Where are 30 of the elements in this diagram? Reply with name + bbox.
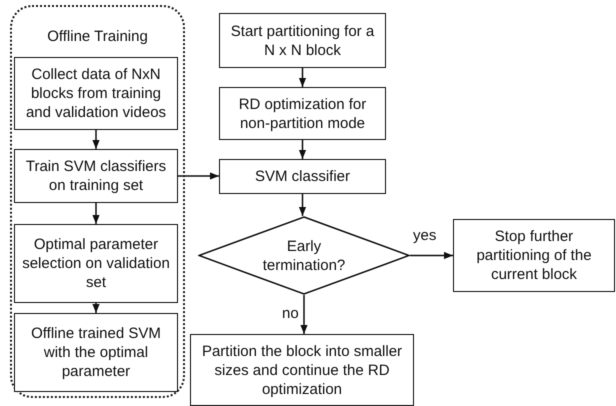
node-text: Optimal parameter selection on validation set: [21, 235, 171, 292]
node-text: Train SVM classifiers on training set: [24, 157, 168, 195]
arrow: [410, 252, 453, 260]
process-box: [219, 159, 386, 194]
node-text: Early termination?: [262, 236, 346, 274]
node-text: Stop further partitioning of the current block: [475, 227, 593, 284]
arrow: [298, 140, 306, 159]
node-text: Collect data of NxN blocks from training and validation videos: [24, 65, 168, 122]
node-text: Partition the block into smaller sizes and continue the RD optimization: [200, 342, 404, 398]
process-box: [453, 219, 615, 292]
arrow: [92, 303, 100, 313]
arrow: [92, 130, 100, 149]
arrow: [300, 295, 308, 334]
arrow: [178, 172, 219, 180]
arrow: [298, 194, 306, 216]
process-box: [14, 149, 178, 203]
node-text: Offline trained SVM with the optimal parameter: [30, 324, 162, 381]
arrow: [92, 203, 100, 224]
process-box: [190, 334, 414, 406]
process-box: [219, 13, 386, 68]
node-text: RD optimization for non-partition mode: [238, 94, 368, 132]
group-panel: [10, 5, 185, 398]
process-box: [219, 87, 386, 140]
group-heading: Offline Training: [46, 27, 149, 46]
node-text: Start partitioning for a N x N block: [230, 22, 376, 60]
node-text: SVM classifier: [254, 167, 352, 186]
process-box: [14, 313, 178, 392]
process-box: [14, 224, 178, 303]
process-box: [14, 57, 178, 130]
arrow: [298, 68, 306, 87]
